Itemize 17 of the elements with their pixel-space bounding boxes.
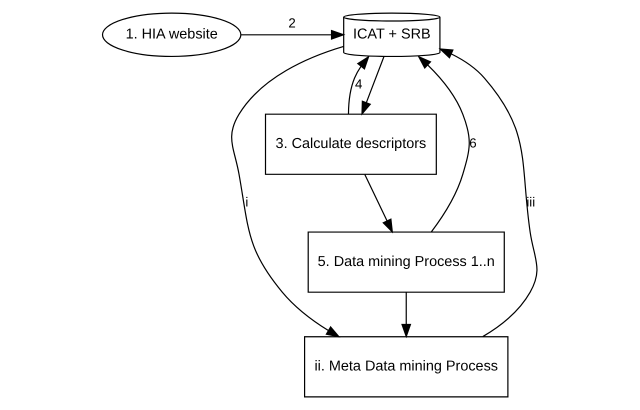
arrow xyxy=(401,292,412,338)
arrow xyxy=(438,48,538,338)
arrow xyxy=(364,174,394,234)
node-box: ii. Meta Data mining Process xyxy=(304,336,508,398)
arrow xyxy=(231,46,344,338)
arrow xyxy=(417,56,470,232)
node-ellipse: 1. HIA website xyxy=(102,12,242,58)
node-box: 5. Data mining Process 1..n xyxy=(308,231,505,293)
arrow xyxy=(240,30,346,40)
edge-label: 6 xyxy=(469,136,477,151)
edge-label: i xyxy=(245,194,248,210)
node-box: 3. Calculate descriptors xyxy=(264,114,437,175)
edge-label: 2 xyxy=(288,15,296,30)
edge-label: 4 xyxy=(355,76,362,92)
edge-label: iii xyxy=(526,194,536,210)
arrow xyxy=(361,56,384,116)
arrow xyxy=(348,55,370,114)
